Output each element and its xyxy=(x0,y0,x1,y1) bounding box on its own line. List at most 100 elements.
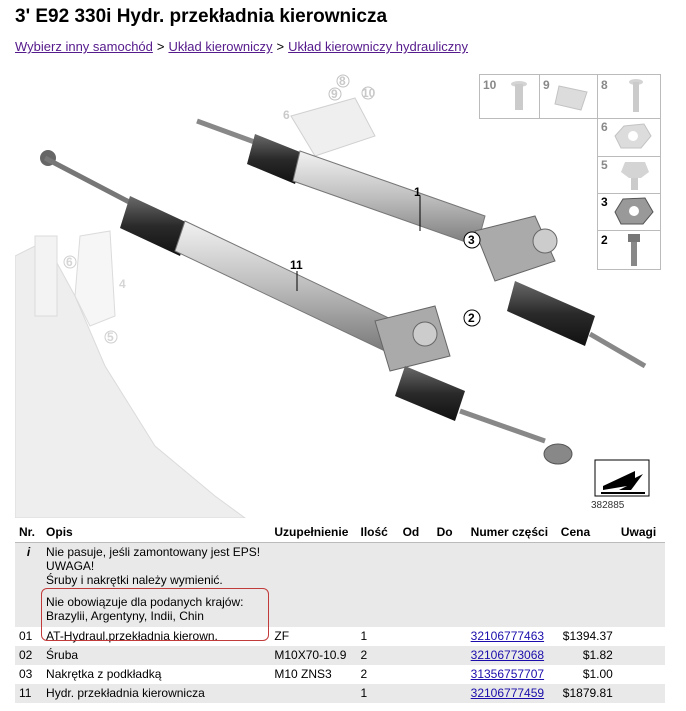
col-numer: Numer części xyxy=(466,521,557,543)
row-do xyxy=(432,646,467,665)
row-ilosc: 2 xyxy=(356,646,399,665)
row-uwagi xyxy=(616,646,665,665)
row-uwagi xyxy=(617,665,665,684)
nut-6-icon xyxy=(614,123,652,149)
col-nr: Nr. xyxy=(15,521,43,543)
row-cena: $1.00 xyxy=(582,667,613,681)
row-uwagi xyxy=(617,627,665,646)
bolt-8-icon xyxy=(629,79,643,112)
col-cena: Cena xyxy=(556,521,617,543)
part-number-link[interactable]: 32106773068 xyxy=(470,648,545,662)
callout-6-ghost: 6 xyxy=(66,255,73,269)
row-nr: 02 xyxy=(15,646,43,665)
col-uwagi: Uwagi xyxy=(616,521,665,543)
callout-2: 2 xyxy=(468,311,475,325)
col-opis: Opis xyxy=(42,521,271,543)
callout-1: 1 xyxy=(414,185,421,199)
row-opis: AT-Hydraul.przekładnia kierown. xyxy=(46,629,218,643)
row-do xyxy=(433,627,467,646)
breadcrumb-separator: > xyxy=(276,39,285,54)
exclusion-line: Nie obowiązuje dla podanych krajów: xyxy=(46,595,244,609)
callout-4: 4 xyxy=(119,277,126,291)
row-uzupelnienie: M10 ZNS3 xyxy=(274,667,332,681)
col-od: Od xyxy=(398,521,433,543)
exclusion-line: Brazylii, Argentyny, Indii, Chin xyxy=(46,609,204,623)
row-opis: Nakrętka z podkładką xyxy=(46,667,162,681)
thumb-label-2: 2 xyxy=(601,233,608,247)
row-uzupelnienie: ZF xyxy=(274,629,290,643)
row-nr: 11 xyxy=(15,684,43,703)
part-number-link[interactable]: 31356757707 xyxy=(470,667,545,681)
row-nr: 01 xyxy=(19,629,33,643)
row-opis: Śruba xyxy=(42,646,271,665)
callout-10-ghost: 10 xyxy=(362,86,376,100)
row-od xyxy=(399,627,433,646)
callout-8-ghost: 8 xyxy=(339,74,346,88)
bolt-2-icon xyxy=(628,234,640,266)
row-ilosc: 2 xyxy=(360,667,368,681)
row-ilosc: 1 xyxy=(356,684,399,703)
callout-11: 11 xyxy=(290,258,303,272)
row-do xyxy=(433,665,467,684)
breadcrumb-steering-link[interactable]: Układ kierowniczy xyxy=(168,39,273,54)
steering-rack-upper xyxy=(196,118,647,369)
breadcrumb: Wybierz inny samochód>Układ kierowniczy>… xyxy=(15,39,468,54)
thumb-label-6: 6 xyxy=(601,120,608,134)
part-number-link[interactable]: 32106777463 xyxy=(470,629,545,643)
row-od xyxy=(398,684,433,703)
info-row: i Nie pasuje, jeśli zamontowany jest EPS… xyxy=(15,542,665,593)
exclusion-row: Nie obowiązuje dla podanych krajów: Braz… xyxy=(15,593,665,627)
row-ilosc: 1 xyxy=(360,629,368,643)
table-row: 03 Nakrętka z podkładką M10 ZNS3 2 31356… xyxy=(15,665,665,684)
callout-5-ghost: 5 xyxy=(107,330,114,344)
thumb-label-8: 8 xyxy=(601,78,608,92)
row-uzupelnienie xyxy=(270,684,357,703)
row-nr: 03 xyxy=(19,667,33,681)
col-do: Do xyxy=(432,521,467,543)
figure-number: 382885 xyxy=(591,500,625,511)
thumb-label-10: 10 xyxy=(483,78,497,92)
thumb-label-3: 3 xyxy=(601,195,608,209)
callout-9-ghost: 9 xyxy=(331,87,338,101)
info-line: Śruby i nakrętki należy wymienić. xyxy=(46,573,223,587)
breadcrumb-separator: > xyxy=(156,39,165,54)
info-line: Nie pasuje, jeśli zamontowany jest EPS! xyxy=(46,545,261,559)
row-do xyxy=(432,684,467,703)
row-cena: $1.82 xyxy=(556,646,617,665)
row-uwagi xyxy=(616,684,665,703)
info-marker: i xyxy=(15,542,43,593)
thumb-label-5: 5 xyxy=(601,158,608,172)
orientation-arrow-icon xyxy=(594,459,650,497)
bolt-5-icon xyxy=(621,162,649,190)
callout-3: 3 xyxy=(468,233,475,247)
steering-column-ghost: 6 5 4 xyxy=(15,230,246,518)
thumb-label-9: 9 xyxy=(543,78,550,92)
col-uzupelnienie: Uzupełnienie xyxy=(270,521,357,543)
row-od xyxy=(398,646,433,665)
info-line: UWAGA! xyxy=(46,559,95,573)
bolt-10-icon xyxy=(511,81,527,110)
table-row: 01 AT-Hydraul.przekładnia kierown. ZF 1 … xyxy=(15,627,665,646)
steering-rack-lower xyxy=(40,150,573,465)
row-cena: $1394.37 xyxy=(562,629,613,643)
breadcrumb-hydraulic-steering-link[interactable]: Układ kierowniczy hydrauliczny xyxy=(288,39,469,54)
info-note: Nie pasuje, jeśli zamontowany jest EPS! … xyxy=(42,542,665,593)
parts-diagram-drawing: 6 5 4 8 9 10 6 xyxy=(15,74,650,518)
breadcrumb-select-car-link[interactable]: Wybierz inny samochód xyxy=(15,39,153,54)
exclusion-note: Nie obowiązuje dla podanych krajów: Braz… xyxy=(42,593,665,627)
parts-table-header: Nr. Opis Uzupełnienie Ilość Od Do Numer … xyxy=(15,521,665,543)
callout-7: 6 xyxy=(283,108,290,122)
fastener-thumbnail-grid[interactable]: 10 9 8 6 5 3 2 xyxy=(479,74,661,270)
parts-diagram[interactable]: 6 5 4 8 9 10 6 xyxy=(15,66,665,518)
parts-table: Nr. Opis Uzupełnienie Ilość Od Do Numer … xyxy=(15,521,665,703)
row-od xyxy=(399,665,433,684)
nut-3-icon xyxy=(614,197,654,225)
part-number-link[interactable]: 32106777459 xyxy=(470,686,545,700)
bracket-ghost: 8 9 10 6 xyxy=(283,74,376,157)
table-row: 11 Hydr. przekładnia kierownicza 1 32106… xyxy=(15,684,665,703)
row-cena: $1879.81 xyxy=(556,684,617,703)
page-title: 3' E92 330i Hydr. przekładnia kierownicz… xyxy=(15,6,388,27)
table-row: 02 Śruba M10X70-10.9 2 32106773068 $1.82 xyxy=(15,646,665,665)
col-ilosc: Ilość xyxy=(356,521,399,543)
row-opis: Hydr. przekładnia kierownicza xyxy=(42,684,271,703)
